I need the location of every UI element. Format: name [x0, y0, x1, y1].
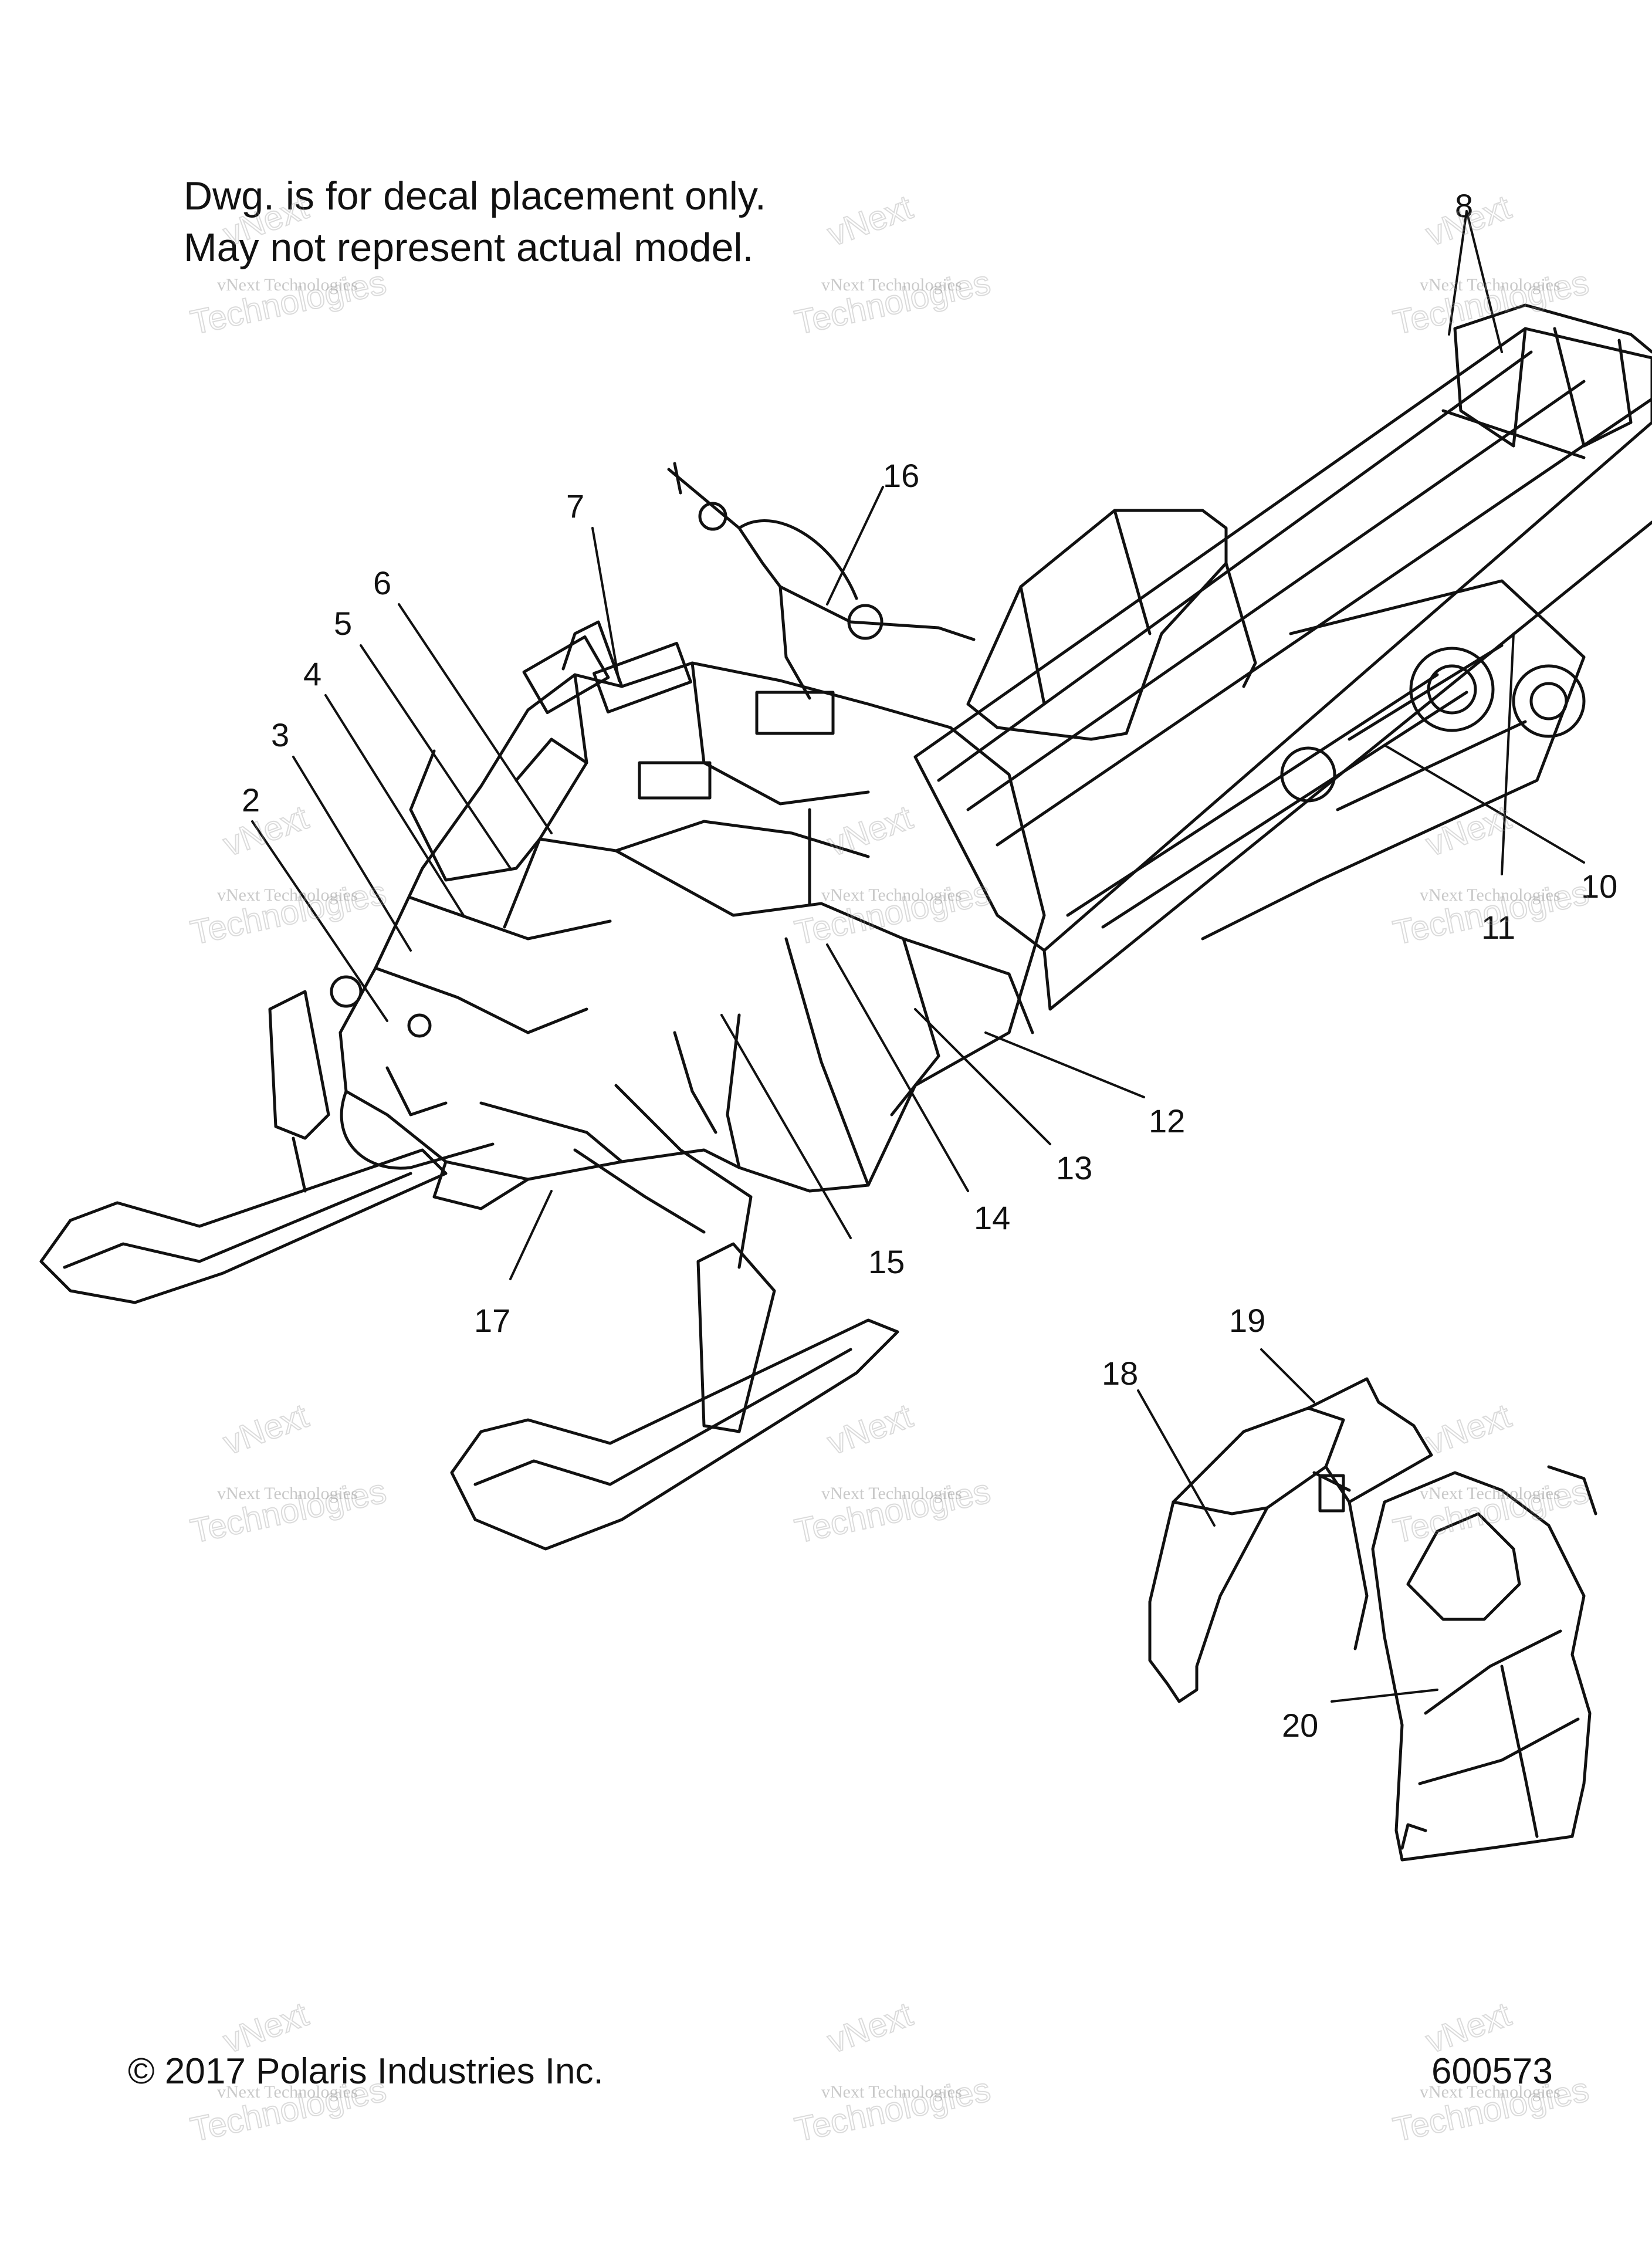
watermark-11: vNext vNext Technologies Technologies — [791, 1994, 994, 2149]
watermark-5: vNext vNext Technologies Technologies — [791, 797, 994, 952]
side-panels-drawing — [1148, 1377, 1597, 1862]
tunnel-drawing — [913, 303, 1652, 1011]
watermark-7: vNext vNext Technologies Technologies — [187, 1396, 390, 1551]
watermark-caption: vNext Technologies — [217, 1484, 358, 1503]
callout-14: 14 — [974, 1199, 1010, 1236]
windshield-drawing — [514, 620, 624, 782]
watermark-8: vNext vNext Technologies Technologies — [791, 1396, 994, 1551]
callout-numbers: 2 3 4 5 6 7 8 10 11 12 13 14 15 16 17 18… — [242, 187, 1617, 1744]
watermark-caption: vNext Technologies — [1420, 275, 1560, 295]
callout-20: 20 — [1282, 1707, 1318, 1744]
watermark-1: vNext vNext Technologies Technologies — [187, 187, 390, 342]
callout-leaders — [251, 210, 1585, 1703]
watermark-6: vNext vNext Technologies Technologies — [1389, 797, 1593, 952]
watermark-2: vNext vNext Technologies Technologies — [791, 187, 994, 342]
watermark-word: vNext — [822, 798, 918, 864]
left-ski-drawing — [39, 975, 448, 1304]
watermark-caption: vNext Technologies — [217, 2082, 358, 2102]
callout-13: 13 — [1056, 1149, 1092, 1186]
front-bumper — [340, 1090, 495, 1170]
seat-drawing — [966, 509, 1257, 741]
watermark-caption: vNext Technologies — [821, 2082, 962, 2102]
watermark-9: vNext vNext Technologies Technologies — [1389, 1396, 1593, 1551]
watermark-caption: vNext Technologies — [821, 885, 962, 905]
watermark-word: vNext — [1421, 1396, 1516, 1462]
watermark-caption: vNext Technologies — [217, 275, 358, 295]
watermark-word: vNext — [822, 188, 918, 253]
callout-16: 16 — [883, 457, 919, 494]
callout-7: 7 — [566, 488, 584, 525]
right-ski-drawing — [450, 1031, 899, 1551]
rear-suspension — [1280, 644, 1586, 811]
watermark-caption: vNext Technologies — [1420, 1484, 1560, 1503]
note-line-1: Dwg. is for decal placement only. — [184, 174, 766, 218]
callout-4: 4 — [303, 655, 321, 692]
callout-15: 15 — [868, 1243, 905, 1280]
watermark-caption: vNext Technologies — [1420, 2082, 1560, 2102]
hood-drawing — [338, 635, 1046, 1210]
watermark-word: vNext — [218, 1396, 313, 1462]
watermark-3: vNext vNext Technologies Technologies — [1389, 187, 1593, 342]
callout-3: 3 — [271, 716, 289, 753]
copyright-text: © 2017 Polaris Industries Inc. — [128, 2051, 604, 2092]
callout-17: 17 — [474, 1302, 510, 1339]
handlebars-drawing — [667, 462, 976, 700]
watermark-word: vNext — [822, 1995, 918, 2061]
callout-8: 8 — [1455, 187, 1473, 224]
callout-6: 6 — [373, 564, 391, 601]
watermark-caption: vNext Technologies — [217, 885, 358, 905]
callout-10: 10 — [1581, 868, 1617, 905]
note-line-2: May not represent actual model. — [184, 225, 754, 270]
callout-18: 18 — [1102, 1355, 1138, 1392]
watermark-word: vNext — [218, 188, 313, 253]
callout-2: 2 — [242, 782, 260, 818]
drawing-number: 600573 — [1431, 2051, 1553, 2092]
callout-5: 5 — [334, 605, 352, 642]
watermark-word: vNext — [822, 1396, 918, 1462]
callout-12: 12 — [1149, 1102, 1185, 1139]
callout-19: 19 — [1229, 1302, 1265, 1339]
watermark-caption: vNext Technologies — [821, 275, 962, 295]
watermark-word: vNext — [1421, 798, 1516, 864]
watermark-caption: vNext Technologies — [1420, 885, 1560, 905]
watermark-word: vNext — [218, 798, 313, 864]
watermark-caption: vNext Technologies — [821, 1484, 962, 1503]
callout-11: 11 — [1481, 909, 1515, 946]
